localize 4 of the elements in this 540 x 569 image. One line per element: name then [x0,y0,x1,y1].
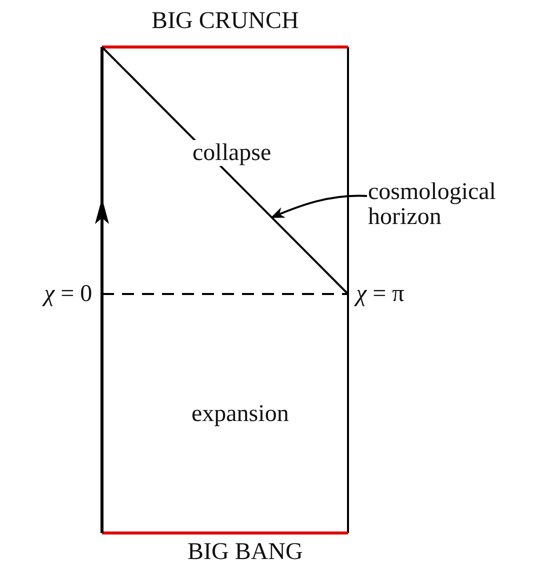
region-label: collapse [192,140,272,166]
horizon-line [101,46,349,295]
callout-label: cosmological horizon [368,180,540,230]
leader-line [270,194,368,218]
